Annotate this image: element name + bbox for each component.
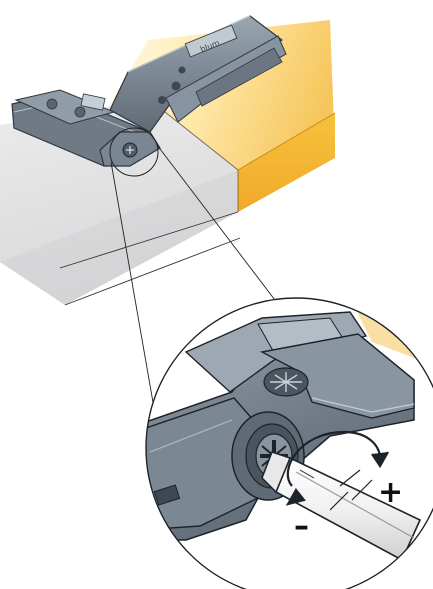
plate-screw-icon	[46, 98, 58, 110]
hinge-small: blum	[11, 15, 287, 167]
curved-double-arrow-icon	[285, 430, 389, 506]
arm-screw-icon	[171, 81, 181, 91]
detail-source-circle	[109, 127, 159, 177]
zoom-detail	[145, 297, 433, 589]
cabinet-side-panel	[0, 99, 239, 305]
zoom-circle-border	[145, 297, 433, 589]
minus-sign: –	[294, 509, 309, 544]
brand-label	[184, 24, 238, 58]
cabinet-outline	[59, 211, 241, 306]
door-edge	[238, 113, 335, 212]
brand-tag	[80, 93, 106, 111]
plus-sign: +	[378, 475, 403, 510]
